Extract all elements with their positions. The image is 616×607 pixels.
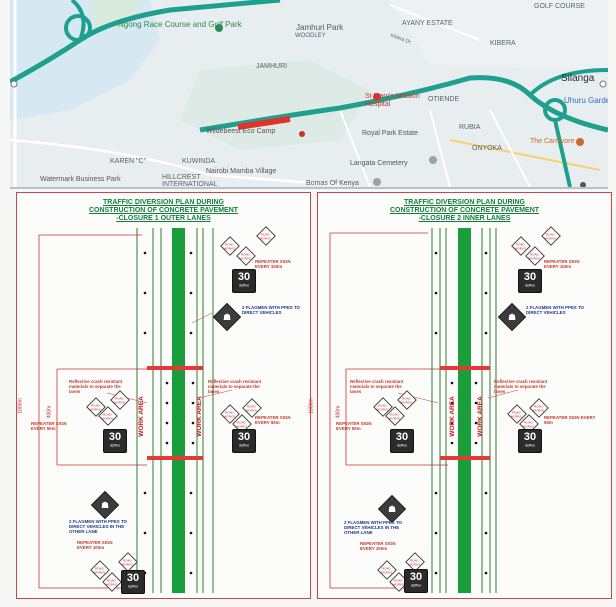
map-label-golf-course: GOLF COURSE <box>534 3 585 10</box>
map-label-carnivore: The Carnivore <box>530 138 575 145</box>
map-label-uhuru-gardens: Uhuru Gardens <box>564 96 608 105</box>
note-reflective-right: Reflective crash resistant materials to … <box>494 379 548 394</box>
diversion-plan-closure-2: TRAFFIC DIVERSION PLAN DURING CONSTRUCTI… <box>309 192 612 599</box>
plan-title-line-3: -CLOSURE 1 OUTER LANES <box>116 215 211 222</box>
map-label-woodley: WOODLEY <box>295 33 326 39</box>
note-flagmen-top: 2 FLAGMEN WITH PPES TO DIRECT VEHICLES <box>242 305 300 315</box>
map-label-race-course: Ngong Race Course and Golf Park <box>118 20 242 29</box>
map-label-kuwinda: KUWINDA <box>182 158 216 165</box>
note-repeater-top: REPEATER SIGN EVERY 100m <box>544 259 580 269</box>
plan-title-line-1: TRAFFIC DIVERSION PLAN DURING <box>404 199 525 206</box>
map-graphics <box>10 0 608 187</box>
map-label-langata-cemetery: Langata Cemetery <box>350 160 408 167</box>
plan-title-line-3: -CLOSURE 2 INNER LANES <box>418 215 511 222</box>
map-label-bomas: Bomas Of Kenya <box>306 180 359 187</box>
note-repeater-top: REPEATER SIGN EVERY 100m <box>255 259 291 269</box>
map-label-silanga: Silanga <box>561 73 595 84</box>
flagman-icon: ☗ <box>507 312 517 322</box>
dimension-inner: 400m <box>335 405 342 419</box>
plan-title-line-2: CONSTRUCTION OF CONCRETE PAVEMENT <box>389 207 540 214</box>
map-label-royal-park: Royal Park Estate <box>362 130 419 137</box>
plan-title: TRAFFIC DIVERSION PLAN DURING CONSTRUCTI… <box>17 199 310 223</box>
note-repeater-mid-right: REPEATER SIGN EVERY 50m <box>255 415 291 425</box>
note-repeater-mid-left: REPEATER SIGN EVERY 50m <box>31 421 67 431</box>
work-area-left: WORK AREA <box>137 396 145 437</box>
dimension-total: 1000m <box>308 398 315 414</box>
work-area-right: WORK AREA <box>195 396 203 437</box>
location-map[interactable]: GOLF COURSE Ngong Race Course and Golf P… <box>10 0 608 189</box>
map-label-onyoka: ONYOKA <box>472 145 502 152</box>
diversion-plan-closure-1: TRAFFIC DIVERSION PLAN DURING CONSTRUCTI… <box>16 192 311 599</box>
flagman-icon: ☗ <box>387 504 397 514</box>
map-label-jamhuri: JAMHURI <box>256 63 288 70</box>
map-label-jamhuri-park: Jamhuri Park <box>296 23 344 32</box>
dimension-total: 1000m <box>17 398 24 414</box>
note-flagmen-bottom: 2 FLAGMEN WITH PPES TO DIRECT VEHICLES I… <box>344 520 402 535</box>
map-label-karen-c: KAREN "C" <box>110 158 147 165</box>
road-layout <box>329 228 519 593</box>
note-reflective-left: Reflective crash resistant materials to … <box>69 379 123 394</box>
flagman-icon: ☗ <box>100 500 110 510</box>
map-label-otiende: OTIENDE <box>428 96 460 103</box>
map-label-kibera: KIBERA <box>490 40 516 47</box>
map-label-wildebeest: Wildebeest Eco Camp <box>206 128 276 135</box>
note-flagmen-top: 2 FLAGMEN WITH PPES TO DIRECT VEHICLES <box>526 305 584 315</box>
dimension-inner: 400m <box>46 405 53 419</box>
map-label-ayany: AYANY ESTATE <box>402 20 453 27</box>
map-label-watermark: Watermark Business Park <box>40 176 121 183</box>
map-label-st-marys: St Mary's Mission Hospital <box>365 93 420 108</box>
plan-title: TRAFFIC DIVERSION PLAN DURING CONSTRUCTI… <box>318 199 611 223</box>
note-repeater-bottom: REPEATER SIGN EVERY 100m <box>77 540 113 550</box>
map-label-hillcrest: HILLCREST INTERNATIONAL <box>162 174 218 188</box>
note-flagmen-bottom: 2 FLAGMEN WITH PPES TO DIRECT VEHICLES I… <box>69 519 127 534</box>
note-reflective-left: Reflective crash resistant materials to … <box>350 379 404 394</box>
note-repeater-mid-left: REPEATER SIGN EVERY 50m <box>336 421 372 431</box>
work-area-right: WORK AREA <box>476 396 484 437</box>
note-reflective-right: Reflective crash resistant materials to … <box>208 379 262 394</box>
plan-title-line-2: CONSTRUCTION OF CONCRETE PAVEMENT <box>88 207 239 214</box>
note-repeater-mid-right: REPEATER SIGN EVERY 50m <box>544 415 596 425</box>
plan-title-line-1: TRAFFIC DIVERSION PLAN DURING <box>103 199 224 206</box>
map-label-rubia: RUBIA <box>459 124 481 131</box>
note-repeater-bottom: REPEATER SIGN EVERY 100m <box>360 541 396 551</box>
work-area-left: WORK AREA <box>448 396 456 437</box>
road-layout <box>38 228 233 593</box>
map-label-mamba-village: Nairobi Mamba Village <box>206 168 277 175</box>
flagman-icon: ☗ <box>222 312 232 322</box>
